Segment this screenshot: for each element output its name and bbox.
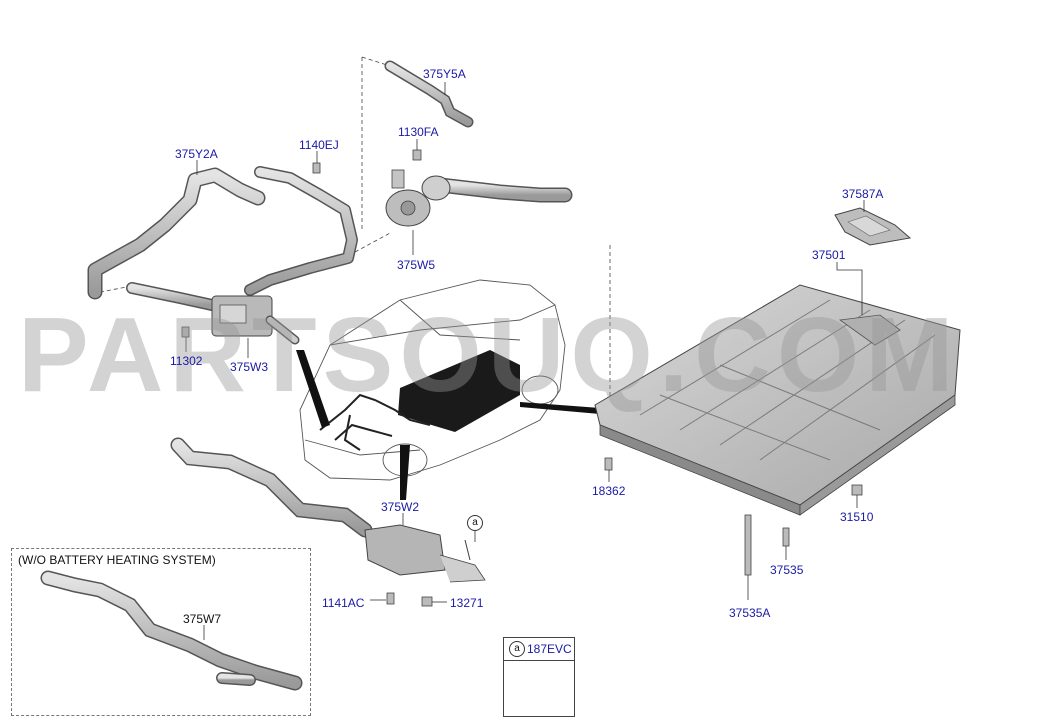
part-label-375W5[interactable]: 375W5 <box>397 258 436 272</box>
callout-a: a <box>467 515 483 531</box>
hose-375Y2A <box>87 166 358 311</box>
part-label-375Y2A[interactable]: 375Y2A <box>175 147 218 161</box>
part-label-18362[interactable]: 18362 <box>592 484 626 498</box>
valve-375W3 <box>211 295 300 345</box>
leader-lines <box>185 82 865 640</box>
part-label-37535[interactable]: 37535 <box>770 563 804 577</box>
reference-box-header: a 187EVC <box>504 638 574 661</box>
pump-375W5 <box>385 169 573 227</box>
pointer-wedges <box>296 350 600 500</box>
part-label-37501[interactable]: 37501 <box>812 248 846 262</box>
part-label-31510[interactable]: 31510 <box>840 510 874 524</box>
vehicle-harness <box>319 393 431 451</box>
reference-box-a: a 187EVC <box>503 637 575 717</box>
part-label-1140EJ[interactable]: 1140EJ <box>299 138 339 152</box>
cover-37587A <box>834 207 912 246</box>
part-label-375W3[interactable]: 375W3 <box>230 360 269 374</box>
bolts <box>181 149 863 607</box>
part-label-13271[interactable]: 13271 <box>450 596 484 610</box>
part-label-187EVC[interactable]: 187EVC <box>527 642 572 656</box>
part-label-375Y5A[interactable]: 375Y5A <box>423 67 466 81</box>
heating-box-title: (W/O BATTERY HEATING SYSTEM) <box>18 553 216 567</box>
hose-375Y5A <box>384 60 474 128</box>
battery-tray-37501 <box>594 284 961 516</box>
battery-heating-variant-box: (W/O BATTERY HEATING SYSTEM) <box>11 548 311 716</box>
part-label-37535A[interactable]: 37535A <box>729 606 771 620</box>
heater-375W2 <box>170 437 486 583</box>
callout-a-marker: a <box>509 641 525 657</box>
part-label-375W7[interactable]: 375W7 <box>183 612 222 626</box>
part-label-11302[interactable]: 11302 <box>170 354 203 368</box>
part-label-37587A[interactable]: 37587A <box>842 187 884 201</box>
part-label-1130FA[interactable]: 1130FA <box>398 125 439 139</box>
vehicle-battery-pack <box>398 350 520 432</box>
hose-375W7 <box>40 570 303 691</box>
part-label-375W2[interactable]: 375W2 <box>381 500 420 514</box>
part-label-1141AC[interactable]: 1141AC <box>322 596 365 610</box>
